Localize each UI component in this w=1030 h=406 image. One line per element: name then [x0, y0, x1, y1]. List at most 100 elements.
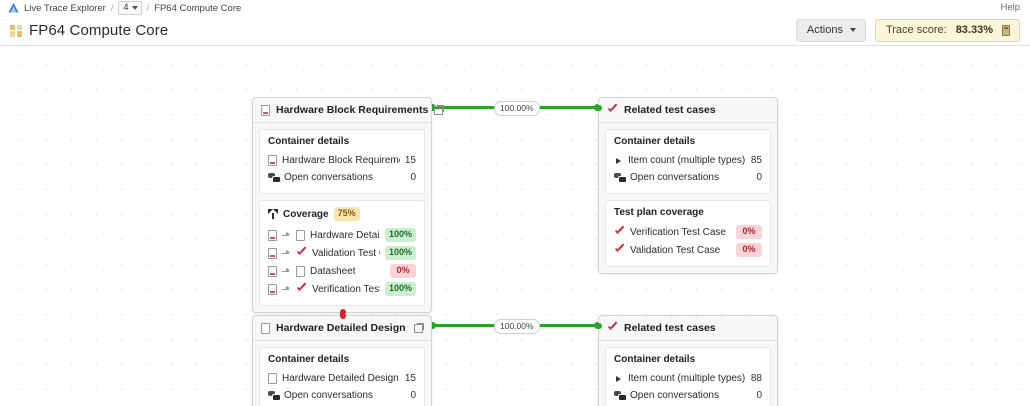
- detail-value: 85: [750, 155, 762, 166]
- coverage-row-badge: 100%: [384, 282, 416, 296]
- doc-icon: [296, 229, 305, 241]
- actions-button[interactable]: Actions: [795, 19, 866, 42]
- help-link[interactable]: Help: [1000, 2, 1020, 13]
- breadcrumb-current[interactable]: FP64 Compute Core: [154, 2, 242, 14]
- coverage-badge: 75%: [333, 207, 360, 221]
- requirement-doc-icon: [261, 104, 270, 116]
- breadcrumb-app-link[interactable]: Live Trace Explorer: [24, 2, 106, 14]
- conversations-icon: [614, 390, 627, 401]
- node-hardware-block-requirements[interactable]: Hardware Block Requirements Container de…: [252, 97, 445, 315]
- test-case-check-icon: [607, 323, 618, 334]
- container-details-panel: Container details Hardware Block Require…: [259, 129, 425, 194]
- container-details-panel: Container details Item count (multiple t…: [605, 347, 771, 406]
- requirement-doc-icon: [268, 155, 277, 166]
- node-anchor-left: [596, 105, 602, 111]
- coverage-row[interactable]: Validation Test Case 0%: [614, 241, 762, 259]
- detail-label: Item count (multiple types): [628, 373, 746, 384]
- coverage-label: Datasheet: [310, 265, 356, 277]
- coverage-label: Verification Test Case: [312, 283, 380, 295]
- conversations-icon: [614, 172, 627, 183]
- coverage-row[interactable]: Validation Test Case 100%: [268, 244, 416, 262]
- detail-row[interactable]: Item count (multiple types) 88: [614, 370, 762, 387]
- coverage-title-row: Coverage 75%: [268, 207, 416, 221]
- node-title: Related test cases: [624, 104, 716, 116]
- coverage-row[interactable]: Hardware Detailed Design 100%: [268, 226, 416, 244]
- detail-value: 0: [410, 172, 416, 183]
- detail-row[interactable]: Item count (multiple types) 85: [614, 152, 762, 169]
- detail-row[interactable]: Open conversations 0: [614, 169, 762, 186]
- node-hardware-detailed-design[interactable]: Hardware Detailed Design Container detai…: [252, 313, 432, 406]
- node-anchor-left: [596, 323, 602, 329]
- calculator-icon[interactable]: [1002, 24, 1010, 36]
- item-count-triangle-icon[interactable]: [614, 156, 623, 166]
- test-case-check-icon: [614, 245, 625, 256]
- breadcrumb-bar: Live Trace Explorer / 4 / FP64 Compute C…: [0, 0, 1030, 16]
- node-related-test-cases-bottom[interactable]: Related test cases Container details Ite…: [596, 315, 778, 406]
- trace-score-label: Trace score:: [885, 24, 947, 36]
- coverage-row[interactable]: Datasheet 0%: [268, 262, 416, 280]
- external-link-icon[interactable]: [434, 105, 445, 115]
- requirement-doc-icon: [268, 265, 277, 277]
- live-trace-logo-icon: [8, 3, 19, 13]
- detail-row[interactable]: Open conversations 0: [268, 169, 416, 186]
- chevron-down-icon: [131, 5, 138, 10]
- detail-value: 15: [404, 155, 416, 166]
- datasheet-icon: [296, 264, 309, 277]
- breadcrumb-depth-chip[interactable]: 4: [118, 0, 142, 16]
- title-bar-actions: Actions Trace score: 83.33%: [795, 19, 1020, 42]
- test-case-check-icon: [296, 248, 307, 259]
- chevron-down-icon: [849, 28, 856, 32]
- detail-row[interactable]: Open conversations 0: [614, 387, 762, 404]
- arrow-right-icon: [282, 284, 291, 294]
- detail-value: 0: [756, 390, 762, 401]
- node-header: Hardware Block Requirements: [253, 98, 445, 123]
- panel-title: Container details: [614, 136, 696, 147]
- trace-score-badge: Trace score: 83.33%: [874, 19, 1020, 42]
- panel-title: Container details: [614, 354, 696, 365]
- coverage-row[interactable]: Verification Test Case 0%: [614, 223, 762, 241]
- node-related-test-cases-top[interactable]: Related test cases Container details Ite…: [596, 97, 778, 274]
- coverage-label: Hardware Detailed Design: [310, 229, 380, 241]
- container-details-panel: Container details Hardware Detailed Desi…: [259, 347, 425, 406]
- edge-cap-top-left: [429, 104, 436, 111]
- detail-label: Open conversations: [284, 390, 373, 401]
- conversations-icon: [268, 390, 281, 401]
- page-title: FP64 Compute Core: [29, 22, 169, 39]
- coverage-label: Validation Test Case: [312, 247, 380, 259]
- graph-canvas[interactable]: 100.00% 100.00% 100.00% Hardware Block R…: [0, 46, 1030, 406]
- detail-value: 15: [404, 373, 416, 384]
- test-case-check-icon: [607, 105, 618, 116]
- test-case-check-icon: [296, 284, 307, 295]
- node-title: Related test cases: [624, 322, 716, 334]
- coverage-title: Coverage: [283, 208, 329, 220]
- arrow-right-icon: [282, 266, 291, 276]
- test-plan-coverage-panel: Test plan coverage Verification Test Cas…: [605, 200, 771, 267]
- coverage-funnel-icon: [268, 209, 278, 219]
- edge-cap-bottom-left: [429, 322, 436, 329]
- node-header: Related test cases: [599, 98, 777, 123]
- requirement-doc-icon: [268, 229, 277, 241]
- panel-title: Container details: [268, 136, 350, 147]
- test-case-check-icon: [614, 227, 625, 238]
- coverage-row-badge: 100%: [384, 246, 416, 260]
- container-details-panel: Container details Item count (multiple t…: [605, 129, 771, 194]
- external-link-icon[interactable]: [414, 323, 424, 333]
- detail-row[interactable]: Hardware Block Requirement 15: [268, 152, 416, 169]
- detail-label: Open conversations: [630, 172, 719, 183]
- node-title: Hardware Detailed Design: [276, 322, 406, 334]
- requirement-doc-icon: [268, 283, 277, 295]
- doc-icon: [261, 322, 270, 334]
- item-count-triangle-icon[interactable]: [614, 374, 623, 384]
- arrow-right-icon: [282, 230, 291, 240]
- detail-row[interactable]: Hardware Detailed Design 15: [268, 370, 416, 387]
- breadcrumb-separator-2: /: [146, 2, 150, 14]
- coverage-label: Verification Test Case: [630, 226, 726, 238]
- detail-label: Hardware Detailed Design: [282, 373, 399, 384]
- panel-title: Test plan coverage: [614, 207, 704, 218]
- detail-value: 88: [750, 373, 762, 384]
- detail-value: 0: [756, 172, 762, 183]
- coverage-row[interactable]: Verification Test Case 100%: [268, 280, 416, 298]
- coverage-row-badge: 0%: [736, 243, 762, 257]
- detail-row[interactable]: Open conversations 0: [268, 387, 416, 404]
- grid-icon: [10, 24, 22, 37]
